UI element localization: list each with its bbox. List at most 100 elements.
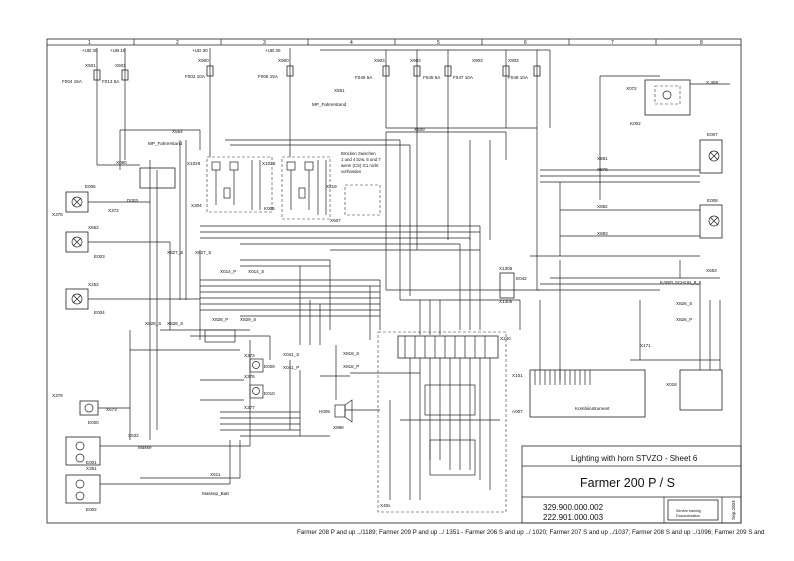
logo-text: Documentation [676, 514, 700, 518]
connector-label: X607 [330, 218, 341, 223]
grid-number: 8 [700, 40, 703, 46]
connector-x018 [679, 369, 723, 411]
connector-label: X1306 [499, 299, 513, 304]
device-label: A007 [512, 409, 523, 414]
connector-label: X219 [326, 184, 337, 189]
grid-number: 3 [263, 40, 266, 46]
connector-label: X879 [597, 167, 608, 172]
connector-label: X881 [597, 156, 608, 161]
fuse-label: F004 15A [62, 79, 83, 84]
fuse-label: F047 10A [453, 75, 474, 80]
fuse-label: F002 10A [185, 74, 206, 79]
lamp-label: E002 [86, 507, 97, 512]
connector-label: X828_S [167, 321, 183, 326]
applicability-footer: Farmer 208 P and up ../1189; Farmer 209 … [297, 529, 765, 536]
grid-numbers: 1 2 3 4 5 6 7 8 [88, 40, 703, 46]
horn-label: H005 [319, 409, 330, 414]
lamp-e002 [65, 474, 101, 504]
connector-label: X252 [88, 282, 99, 287]
fuse-connector-label: X903 [472, 58, 483, 63]
lamp-label: E010 [264, 391, 275, 396]
connector-label: X018 [666, 382, 677, 387]
grid-number: 7 [611, 40, 614, 46]
lamp-e004 [65, 288, 89, 310]
central-module [377, 331, 507, 513]
fuse-label: F048 10A [508, 75, 529, 80]
power-label: +UB 15 [110, 48, 126, 53]
connector-label: X818_P [343, 364, 359, 369]
lamp-label: E008 [707, 198, 718, 203]
fuse-connector-label: X903 [374, 58, 385, 63]
lamp-label: E007 [707, 132, 718, 137]
connector-label: X882 [597, 204, 608, 209]
cable-label: KABELSCHUH_8_5 [660, 280, 702, 285]
lamp-label: E001 [86, 460, 97, 465]
connector-label: X379 [52, 393, 63, 398]
grid-ticks [133, 39, 657, 45]
connector-label: X014_S [248, 269, 264, 274]
wiring [88, 50, 730, 485]
fuse-label: F013 5A [102, 79, 120, 84]
power-label: +UD 30 [192, 48, 208, 53]
connector-label: X511 [210, 472, 221, 477]
connector-label: X080 [116, 160, 127, 165]
lamp-e003 [65, 231, 89, 253]
sheet-title: Lighting with horn STVZO - Sheet 6 [571, 454, 698, 463]
power-label: +UB 30 [82, 48, 98, 53]
device-label: E042 [516, 276, 527, 281]
connector-label: X818_S [343, 351, 359, 356]
lamp-label: E003 [94, 254, 105, 259]
fuse-label: F046 5A [355, 75, 373, 80]
svg-text:wenn (CS) G1 nicht: wenn (CS) G1 nicht [341, 163, 379, 168]
connector-label: X1026 [262, 161, 276, 166]
connector-label: X377 [244, 405, 255, 410]
device-label: D003 [127, 198, 138, 203]
lamp-label: E000 [88, 420, 99, 425]
model-title: Farmer 200 P / S [580, 476, 675, 490]
relay-k002 [644, 79, 691, 116]
power-label: +UB 30 [265, 48, 281, 53]
grid-number: 4 [350, 40, 353, 46]
fuse-connector-label: X900 [278, 58, 289, 63]
ground-label: MP_Fahrerstand [312, 102, 347, 107]
lamp-e007 [699, 139, 723, 174]
title-block [521, 445, 742, 524]
relay-label: K005 [264, 206, 275, 211]
connector-label: X 308 [706, 80, 718, 85]
connector-label: X551 [334, 88, 345, 93]
part-number: 222.901.000.003 [543, 513, 604, 522]
fuse-label: F006 15A [258, 74, 279, 79]
connector-label: X828_S [145, 321, 161, 326]
connector-label: X826_P [676, 317, 692, 322]
relay-label: K002 [630, 121, 641, 126]
lamp-label: E009 [264, 364, 275, 369]
grid-number: 6 [524, 40, 527, 46]
svg-text:Brücken zwischen: Brücken zwischen [341, 151, 376, 156]
fuse-connector-label: X903 [410, 58, 421, 63]
bridge-note: Brücken zwischen 1 und 4 bzw. 5 und 7 we… [341, 151, 381, 174]
connector-label: X240 [500, 336, 511, 341]
lamp-e008 [699, 204, 723, 239]
connector-x1305 [499, 272, 515, 299]
lamp-e005 [65, 191, 89, 213]
connector-label: X351 [86, 466, 97, 471]
connector-label: X041_S [283, 352, 299, 357]
svg-text:1 und 4 bzw. 5 und 7: 1 und 4 bzw. 5 und 7 [341, 157, 381, 162]
fuse-group: X501 F004 15A X501 F013 5A X900 F002 10A… [62, 58, 529, 84]
sheet-frame [46, 38, 742, 524]
connector-label: X1026 [187, 161, 201, 166]
connector-label: X304 [191, 203, 202, 208]
relay-block [139, 156, 381, 220]
fuse-connector-label: X900 [198, 58, 209, 63]
connector-label: X101 [512, 373, 523, 378]
connector-label: X372 [108, 208, 119, 213]
lamp-e001 [65, 436, 101, 466]
svg-text:vorhanden: vorhanden [341, 169, 362, 174]
connector-label: X826_S [676, 301, 692, 306]
fuse-symbols [93, 48, 550, 133]
device-label: Kombiinstrument [575, 406, 610, 411]
fuse-connector-label: X501 [115, 63, 126, 68]
grid-number: 5 [437, 40, 440, 46]
connector-label: X554 [172, 129, 183, 134]
connector-label: X373 [244, 353, 255, 358]
